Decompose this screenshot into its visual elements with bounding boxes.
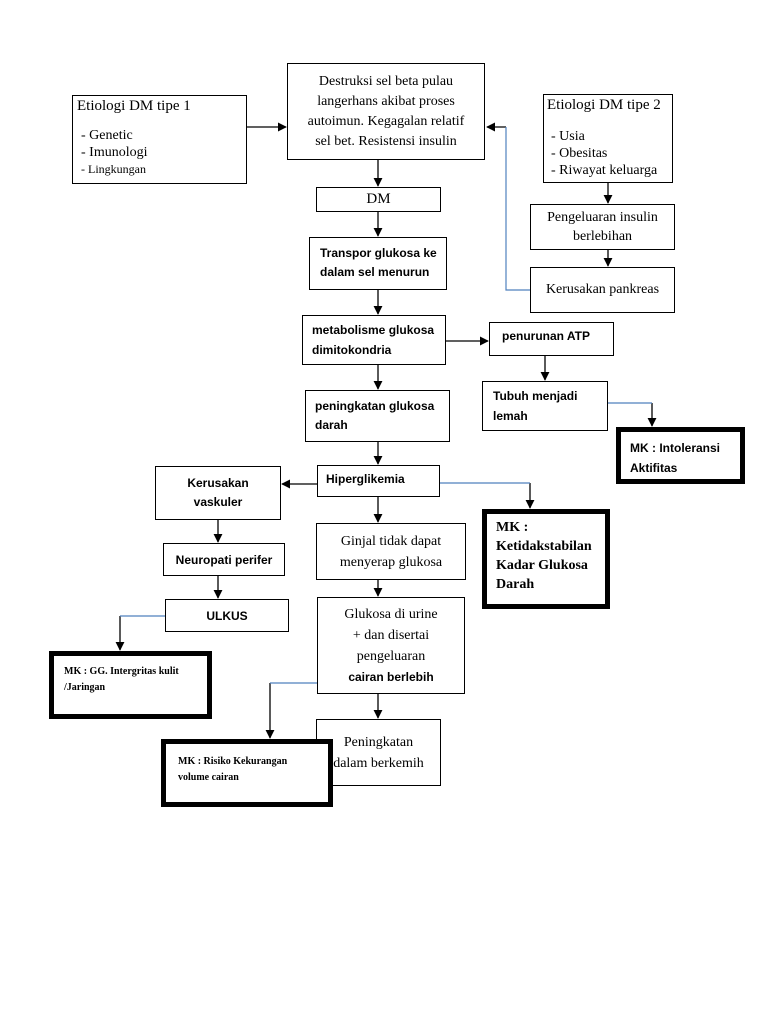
mk-ketidakstabilan-glukosa-box: MK : Ketidakstabilan Kadar Glukosa Darah [482, 509, 610, 609]
kerusakan-pankreas-label: Kerusakan pankreas [545, 282, 660, 297]
destruksi-line-2: langerhans akibat proses [317, 93, 455, 109]
penurunan-atp-box: penurunan ATP [489, 322, 614, 356]
mk-risiko-line-2: volume cairan [178, 772, 239, 783]
metabolisme-line-2: dimitokondria [312, 343, 392, 357]
mk-integritas-line-1: MK : GG. Intergritas kulit [64, 666, 179, 677]
etiologi1-item-lingkungan: - Lingkungan [81, 162, 146, 176]
mk-ketidakstabilan-line-4: Darah [496, 577, 535, 592]
peningkatan-glukosa-darah-box: peningkatan glukosa darah [305, 390, 450, 442]
kerusakan-vaskuler-box: Kerusakan vaskuler [155, 466, 281, 520]
glukosa-urine-line-3: pengeluaran [356, 648, 426, 664]
metabolisme-line-1: metabolisme glukosa [312, 323, 435, 337]
peningkatan-berkemih-box: Peningkatan dalam berkemih [316, 719, 441, 786]
kerusakan-pankreas-box: Kerusakan pankreas [530, 267, 675, 313]
pengeluaran-insulin-box: Pengeluaran insulin berlebihan [530, 204, 675, 250]
mk-risiko-kekurangan-cairan-box: MK : Risiko Kekurangan volume cairan [161, 739, 333, 807]
peningkatan-berkemih-line-2: dalam berkemih [333, 755, 424, 771]
tubuh-lemah-box: Tubuh menjadi lemah [482, 381, 608, 431]
ulkus-box: ULKUS [165, 599, 289, 632]
transpor-line-1: Transpor glukosa ke [320, 246, 437, 260]
pengeluaran-line-1: Pengeluaran insulin [547, 210, 658, 225]
mk-ketidakstabilan-line-2: Ketidakstabilan [496, 539, 592, 554]
tubuh-line-1: Tubuh menjadi [493, 389, 578, 403]
etiologi2-item-usia: - Usia [551, 129, 585, 144]
mk-risiko-line-1: MK : Risiko Kekurangan [178, 756, 288, 767]
etiologi2-item-riwayat: - Riwayat keluarga [551, 163, 658, 178]
etiologi-dm-tipe-1-box: Etiologi DM tipe 1 - Genetic - Imunologi… [72, 95, 247, 184]
dm-box: DM [316, 187, 441, 212]
etiologi-dm-tipe-1-title: Etiologi DM tipe 1 [77, 98, 191, 114]
neuropati-label: Neuropati perifer [175, 552, 273, 567]
link-kerusakan-to-destruksi [505, 127, 530, 291]
ginjal-box: Ginjal tidak dapat menyerap glukosa [316, 523, 466, 580]
tubuh-line-2: lemah [493, 409, 528, 423]
hiperglikemia-box: Hiperglikemia [317, 465, 440, 497]
peningkatan-berkemih-line-1: Peningkatan [343, 734, 414, 750]
neuropati-perifer-box: Neuropati perifer [163, 543, 285, 576]
mk-ketidakstabilan-line-3: Kadar Glukosa [496, 558, 588, 573]
destruksi-line-3: autoimun. Kegagalan relatif [307, 113, 465, 129]
transpor-line-2: dalam sel menurun [320, 265, 430, 279]
dm-label: DM [366, 191, 391, 207]
penurunan-atp-label: penurunan ATP [502, 329, 590, 343]
metabolisme-glukosa-box: metabolisme glukosa dimitokondria [302, 315, 446, 365]
transpor-glukosa-box: Transpor glukosa ke dalam sel menurun [309, 237, 447, 290]
mk-intoleransi-line-2: Aktifitas [630, 461, 678, 475]
etiologi2-item-obesitas: - Obesitas [551, 146, 608, 161]
pengeluaran-line-2: berlebihan [572, 229, 633, 244]
mk-gg-integritas-kulit-box: MK : GG. Intergritas kulit /Jaringan [49, 651, 212, 719]
destruksi-line-4: sel bet. Resistensi insulin [315, 133, 457, 149]
ulkus-label: ULKUS [206, 608, 248, 623]
mk-intoleransi-line-1: MK : Intoleransi [630, 441, 721, 455]
glukosa-urine-line-2: + dan disertai [352, 627, 430, 643]
mk-intoleransi-aktifitas-box: MK : Intoleransi Aktifitas [616, 427, 745, 484]
glukosa-urine-box: Glukosa di urine + dan disertai pengelua… [317, 597, 465, 694]
destruksi-line-1: Destruksi sel beta pulau [318, 73, 454, 89]
ginjal-line-2: menyerap glukosa [339, 554, 443, 570]
destruksi-sel-beta-box: Destruksi sel beta pulau langerhans akib… [287, 63, 485, 160]
etiologi-dm-tipe-2-box: Etiologi DM tipe 2 - Usia - Obesitas - R… [543, 94, 673, 183]
etiologi1-item-genetic: - Genetic [81, 128, 133, 143]
peningkatan-glukosa-line-1: peningkatan glukosa [315, 399, 435, 413]
ginjal-line-1: Ginjal tidak dapat [340, 533, 442, 549]
mk-integritas-line-2: /Jaringan [64, 682, 106, 693]
etiologi-dm-tipe-2-title: Etiologi DM tipe 2 [547, 97, 661, 113]
glukosa-urine-line-1: Glukosa di urine [344, 606, 438, 622]
mk-ketidakstabilan-line-1: MK : [496, 520, 529, 535]
kerusakan-vaskuler-line-1: Kerusakan [187, 476, 249, 490]
hiperglikemia-label: Hiperglikemia [326, 472, 405, 486]
peningkatan-glukosa-line-2: darah [315, 418, 348, 432]
glukosa-urine-line-4: cairan berlebih [348, 669, 434, 684]
etiologi1-item-imunologi: - Imunologi [81, 145, 148, 160]
kerusakan-vaskuler-line-2: vaskuler [193, 495, 243, 509]
